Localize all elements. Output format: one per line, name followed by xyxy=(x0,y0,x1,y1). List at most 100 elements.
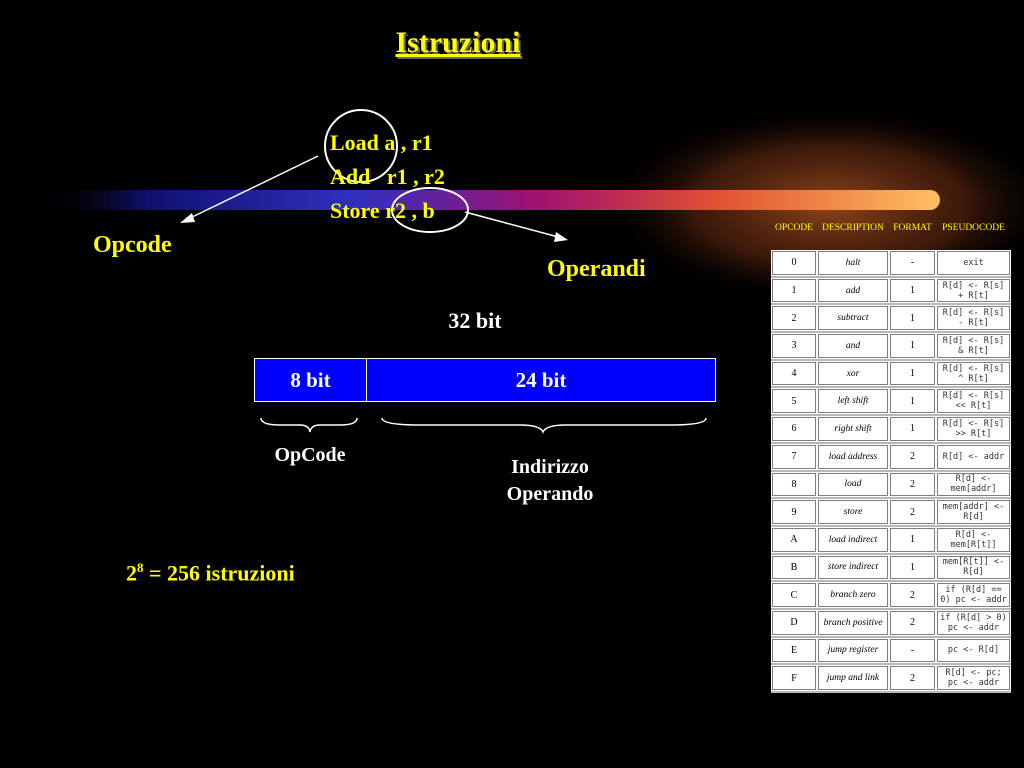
code-line-store: Store r2 , b xyxy=(330,198,435,223)
cell-description: load indirect xyxy=(818,527,888,552)
operandi-label: Operandi xyxy=(547,256,646,282)
operand-circle xyxy=(391,187,469,233)
cell-opcode: 6 xyxy=(772,417,816,441)
header-opcode: OPCODE xyxy=(774,223,813,233)
operand-field-label: Indirizzo Operando xyxy=(470,454,630,508)
cell-pseudocode: mem[addr] <- R[d] xyxy=(937,500,1010,524)
instruction-count-formula: 28 = 256 istruzioni xyxy=(126,560,295,586)
cell-pseudocode: R[d] <- R[s] >> R[t] xyxy=(937,417,1010,441)
cell-format: 2 xyxy=(890,583,935,607)
total-bits-label: 32 bit xyxy=(448,308,502,333)
cell-pseudocode: R[d] <- R[s] & R[t] xyxy=(937,334,1010,358)
cell-opcode: D xyxy=(772,610,816,635)
cell-format: 2 xyxy=(890,444,935,469)
opcode-arrow xyxy=(185,155,319,221)
opcode-bits-cell: 8 bit xyxy=(255,359,367,401)
page-title: Istruzioni xyxy=(395,26,521,59)
cell-pseudocode: mem[R[t]] <- R[d] xyxy=(937,555,1010,580)
table-header: OPCODE DESCRIPTION FORMAT PSEUDOCODE xyxy=(771,222,1011,250)
cell-description: subtract xyxy=(818,306,888,331)
cell-pseudocode: R[d] <- addr xyxy=(937,444,1010,469)
cell-format: 1 xyxy=(890,306,935,331)
cell-pseudocode: R[d] <- R[s] << R[t] xyxy=(937,389,1010,414)
operand-field-line1: Indirizzo xyxy=(511,456,589,478)
cell-description: store indirect xyxy=(818,555,888,580)
cell-opcode: 8 xyxy=(772,472,816,497)
cell-format: 1 xyxy=(890,389,935,414)
cell-opcode: F xyxy=(772,666,816,690)
cell-opcode: 2 xyxy=(772,306,816,331)
cell-opcode: 7 xyxy=(772,444,816,469)
cell-opcode: 1 xyxy=(772,278,816,303)
opcode-brace xyxy=(260,417,358,433)
cell-description: branch positive xyxy=(818,610,888,635)
cell-opcode: B xyxy=(772,555,816,580)
cell-description: left shift xyxy=(818,389,888,414)
cell-pseudocode: R[d] <- pc; pc <- addr xyxy=(937,666,1010,690)
operand-brace xyxy=(381,417,707,434)
cell-pseudocode: R[d] <- R[s] + R[t] xyxy=(937,278,1010,303)
cell-format: 1 xyxy=(890,361,935,386)
cell-format: - xyxy=(890,638,935,663)
cell-pseudocode: exit xyxy=(937,251,1010,275)
cell-opcode: 3 xyxy=(772,334,816,358)
cell-pseudocode: pc <- R[d] xyxy=(937,638,1010,663)
cell-pseudocode: R[d] <- R[s] - R[t] xyxy=(937,306,1010,331)
cell-description: store xyxy=(818,500,888,524)
cell-description: xor xyxy=(818,361,888,386)
cell-pseudocode: R[d] <- R[s] ^ R[t] xyxy=(937,361,1010,386)
cell-pseudocode: R[d] <- mem[addr] xyxy=(937,472,1010,497)
cell-description: add xyxy=(818,278,888,303)
formula-exponent: 8 xyxy=(137,560,144,575)
opcode-field-label: OpCode xyxy=(274,444,346,466)
cell-pseudocode: if (R[d] == 0) pc <- addr xyxy=(937,583,1010,607)
operand-field-line2: Operando xyxy=(506,483,594,505)
header-pseudocode: PSEUDOCODE xyxy=(942,223,1005,233)
cell-format: - xyxy=(890,251,935,275)
cell-description: halt xyxy=(818,251,888,275)
cell-format: 2 xyxy=(890,610,935,635)
instruction-format-box: 8 bit 24 bit xyxy=(254,358,716,402)
cell-opcode: 4 xyxy=(772,361,816,386)
operand-bits-cell: 24 bit xyxy=(367,359,715,401)
cell-format: 1 xyxy=(890,555,935,580)
cell-description: load xyxy=(818,472,888,497)
cell-format: 2 xyxy=(890,500,935,524)
header-format: FORMAT xyxy=(893,223,932,233)
operand-arrowhead xyxy=(554,232,568,242)
opcode-arrowhead xyxy=(180,213,195,223)
cell-opcode: A xyxy=(772,527,816,552)
cell-opcode: 0 xyxy=(772,251,816,275)
cell-description: branch zero xyxy=(818,583,888,607)
formula-rest: = 256 istruzioni xyxy=(143,560,295,586)
header-description: DESCRIPTION xyxy=(822,223,884,233)
cell-description: jump and link xyxy=(818,666,888,690)
cell-opcode: 9 xyxy=(772,500,816,524)
code-line-load: Load a , r1 xyxy=(330,130,433,155)
cell-pseudocode: R[d] <- mem[R[t]] xyxy=(937,527,1010,552)
cell-opcode: E xyxy=(772,638,816,663)
opcode-label: Opcode xyxy=(93,232,172,258)
cell-format: 1 xyxy=(890,417,935,441)
cell-opcode: C xyxy=(772,583,816,607)
cell-description: right shift xyxy=(818,417,888,441)
cell-description: jump register xyxy=(818,638,888,663)
cell-format: 2 xyxy=(890,472,935,497)
